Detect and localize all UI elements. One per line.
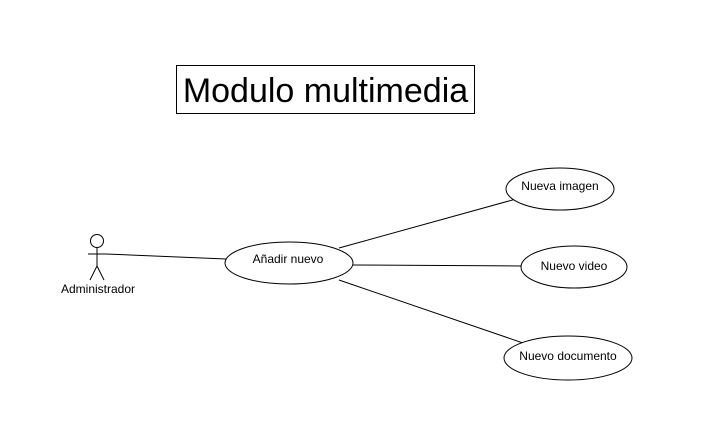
use-case-ellipse-main	[224, 241, 354, 285]
association-line-document	[338, 279, 524, 344]
use-case-label-video: Nuevo video	[541, 259, 608, 273]
use-case-nueva-imagen: Nueva imagen	[505, 167, 615, 211]
use-case-label-image: Nueva imagen	[521, 179, 598, 193]
actor-label: Administrador	[61, 282, 135, 296]
actor-administrador: Administrador	[61, 234, 135, 296]
use-case-anadir-nuevo: Añadir nuevo	[224, 241, 354, 285]
actor-left-leg	[89, 265, 98, 281]
use-case-ellipse-video	[520, 245, 628, 289]
diagram-title-box: Modulo multimedia	[176, 65, 475, 114]
use-case-nuevo-video: Nuevo video	[520, 245, 628, 289]
association-line-image	[338, 198, 517, 249]
use-case-ellipse-document	[503, 335, 633, 381]
actor-right-leg	[96, 265, 105, 281]
use-case-nuevo-documento: Nuevo documento	[503, 335, 633, 381]
diagram-title: Modulo multimedia	[182, 71, 469, 110]
actor-head	[90, 234, 104, 248]
actor-association-line	[105, 253, 227, 260]
use-case-label-document: Nuevo documento	[519, 349, 617, 363]
use-case-ellipse-image	[505, 167, 615, 211]
association-line-video	[351, 264, 523, 267]
use-case-label-main: Añadir nuevo	[253, 252, 324, 266]
